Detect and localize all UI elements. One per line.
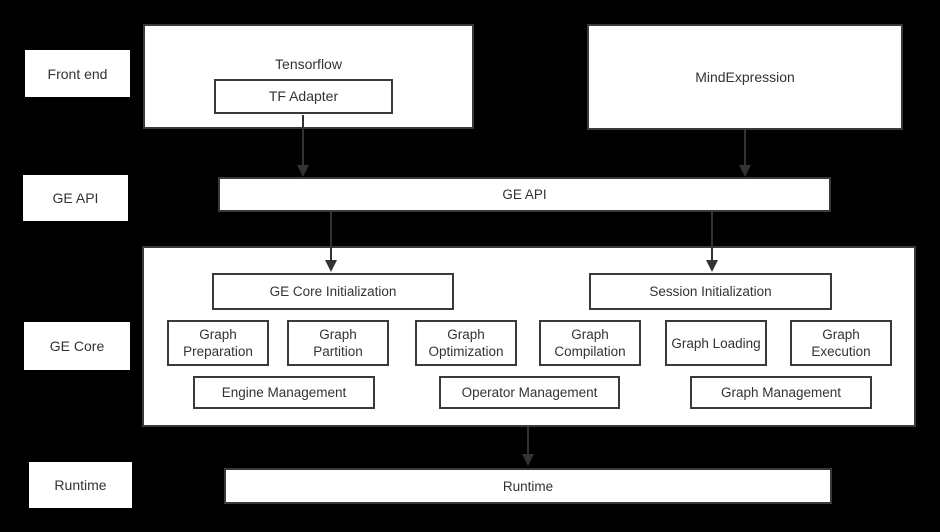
runtime-bar-label: Runtime <box>502 478 554 494</box>
tensorflow-title: Tensorflow <box>275 56 342 72</box>
arrow-mindexpression-to-ge-api <box>739 130 751 177</box>
graph-partition-label: Graph Partition <box>313 327 363 359</box>
tier-label-ge-api-text: GE API <box>52 190 99 206</box>
graph-compilation-box: Graph Compilation <box>539 320 641 366</box>
graph-loading-label: Graph Loading <box>671 335 761 351</box>
tier-label-ge-core: GE Core <box>24 322 130 370</box>
arrow-ge-api-to-ge-core-initialization <box>325 212 337 272</box>
tier-label-front-end-text: Front end <box>47 65 108 82</box>
ge-core-initialization-box: GE Core Initialization <box>212 273 454 310</box>
graph-loading-box: Graph Loading <box>665 320 767 366</box>
tier-label-ge-api: GE API <box>23 175 128 221</box>
graph-preparation-box: Graph Preparation <box>167 320 269 366</box>
ge-core-container: GE Core Initialization Session Initializ… <box>142 246 916 427</box>
tier-label-runtime: Runtime <box>29 462 132 508</box>
tier-label-runtime-text: Runtime <box>54 477 107 493</box>
arrow-ge-core-to-runtime <box>522 427 534 466</box>
graph-partition-box: Graph Partition <box>287 320 389 366</box>
graph-preparation-label: Graph Preparation <box>183 327 253 359</box>
tier-label-ge-core-text: GE Core <box>49 338 105 354</box>
ge-api-bar: GE API <box>218 177 831 212</box>
mindexpression-box: MindExpression <box>587 24 903 130</box>
operator-management-label: Operator Management <box>461 385 598 400</box>
graph-management-label: Graph Management <box>720 385 842 400</box>
ge-core-initialization-label: GE Core Initialization <box>269 284 397 299</box>
ge-api-bar-label: GE API <box>502 187 547 202</box>
runtime-bar: Runtime <box>224 468 832 504</box>
tier-label-front-end: Front end <box>25 50 130 97</box>
tf-adapter-label: TF Adapter <box>268 88 339 104</box>
graph-optimization-label: Graph Optimization <box>428 327 504 359</box>
tf-adapter-box: TF Adapter <box>214 79 393 114</box>
graph-execution-box: Graph Execution <box>790 320 892 366</box>
arrow-tf-adapter-to-ge-api <box>297 115 309 177</box>
engine-management-label: Engine Management <box>221 385 347 400</box>
tensorflow-box: Tensorflow TF Adapter <box>143 24 474 129</box>
operator-management-box: Operator Management <box>439 376 620 409</box>
engine-management-box: Engine Management <box>193 376 375 409</box>
graph-compilation-label: Graph Compilation <box>554 327 626 359</box>
graph-management-box: Graph Management <box>690 376 872 409</box>
mindexpression-label: MindExpression <box>695 68 795 85</box>
arrow-ge-api-to-session-initialization <box>706 212 718 272</box>
session-initialization-box: Session Initialization <box>589 273 832 310</box>
session-initialization-label: Session Initialization <box>649 284 772 299</box>
graph-execution-label: Graph Execution <box>811 327 871 359</box>
graph-optimization-box: Graph Optimization <box>415 320 517 366</box>
